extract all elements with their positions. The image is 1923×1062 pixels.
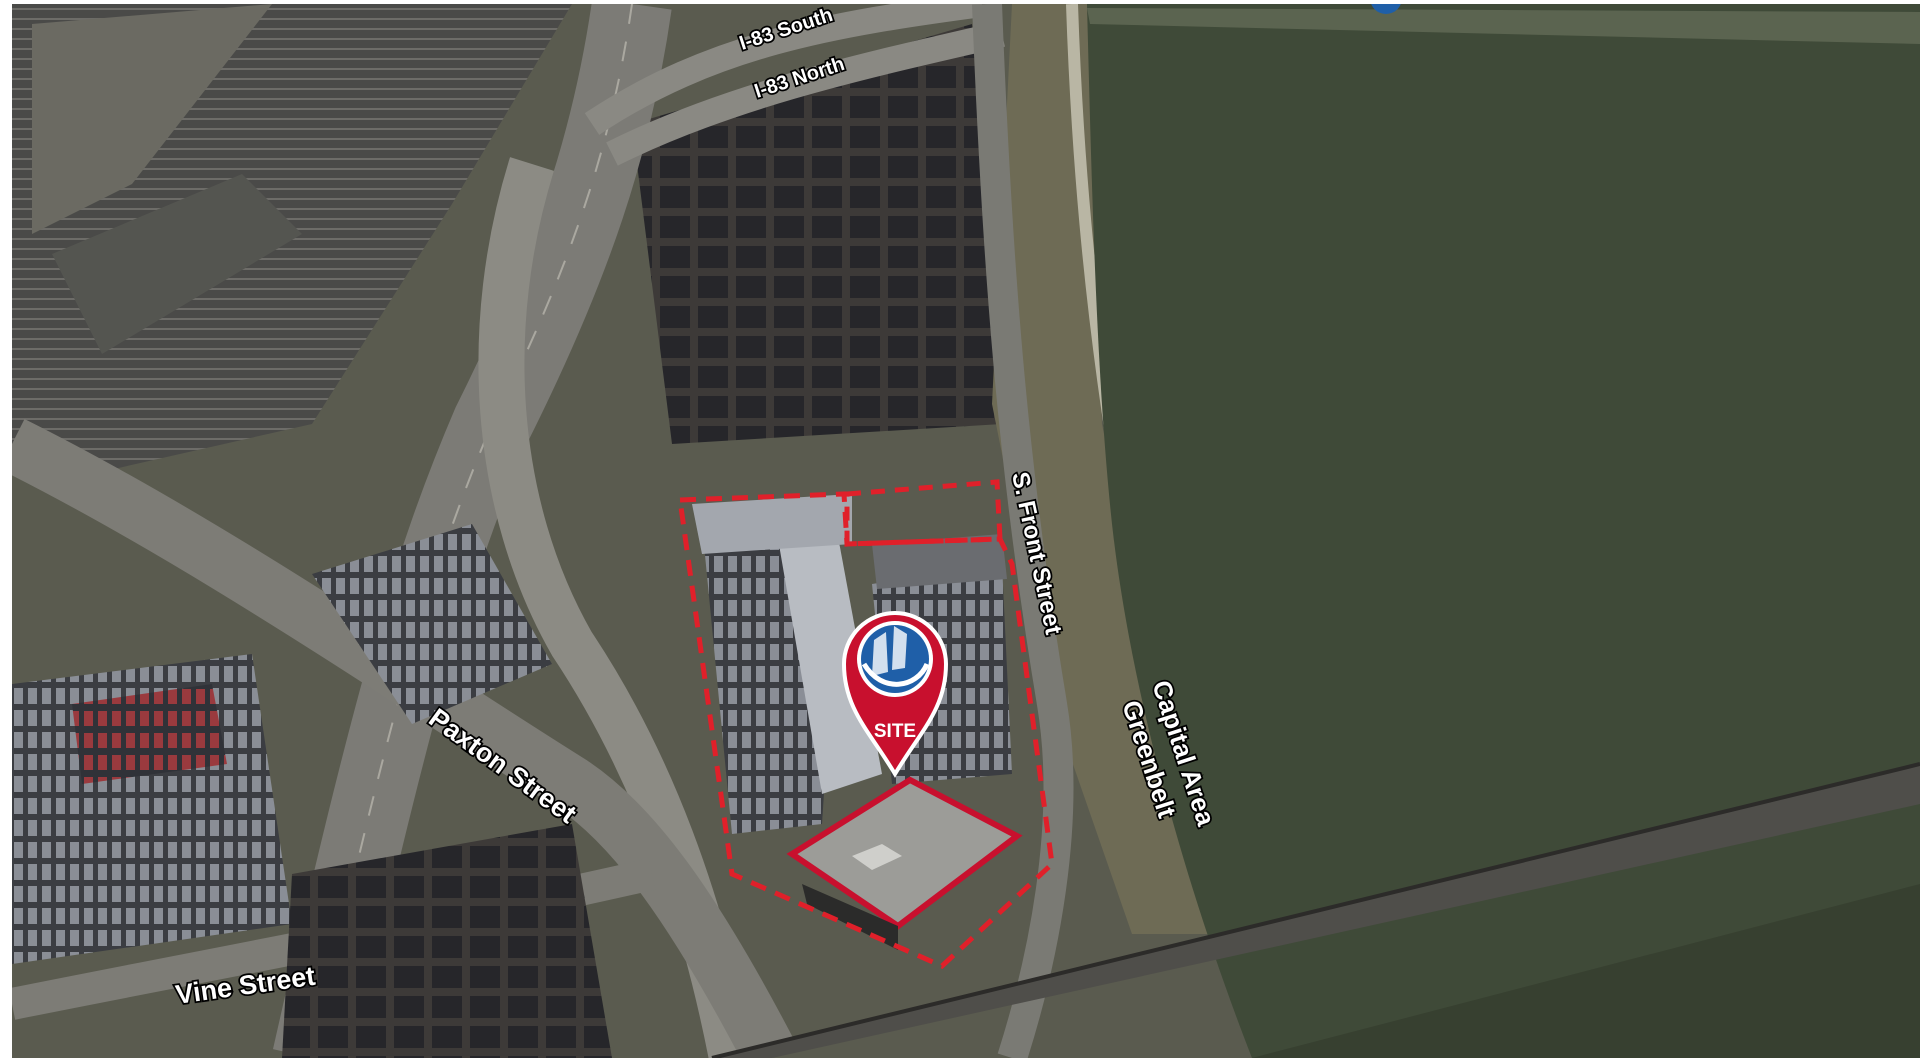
- industrial-buildings: [32, 4, 272, 234]
- site-building-main: [786, 776, 1023, 930]
- parking-lot-left-cars: [72, 684, 227, 784]
- river-under-bridge: [1252, 884, 1920, 1058]
- railroad-bridge-rail: [711, 762, 1920, 1058]
- site-building-northeast: [872, 534, 1007, 589]
- aerial-map-canvas: I-83 South I-83 North S. Front Street Pa…: [12, 4, 1920, 1058]
- s-front-street-road: [972, 4, 1074, 1058]
- site-boundary-annex: [844, 479, 1003, 547]
- rooftop-unit: [852, 844, 902, 870]
- logo-swoosh-icon: [861, 662, 930, 687]
- site-building-long: [772, 504, 882, 794]
- river: [1087, 4, 1920, 1058]
- buildings-bottom: [282, 824, 612, 1058]
- marker-label: SITE: [874, 721, 916, 742]
- site-boundary: [677, 491, 1055, 969]
- residential-blocks: [632, 24, 1002, 444]
- top-edge-marker-icon: [1371, 4, 1401, 14]
- logo-towers-icon: [872, 626, 907, 676]
- ramp-i83-north: [606, 21, 1005, 166]
- industrial-lot: [52, 174, 302, 354]
- site-building-north: [692, 494, 852, 554]
- parking-lot-middle: [312, 524, 552, 724]
- site-marker[interactable]: SITE: [841, 611, 949, 778]
- ramp-i83-south: [584, 4, 984, 135]
- dam: [1087, 8, 1920, 44]
- aerial-map[interactable]: I-83 South I-83 North S. Front Street Pa…: [12, 4, 1920, 1058]
- paxton-street-road: [12, 418, 797, 1058]
